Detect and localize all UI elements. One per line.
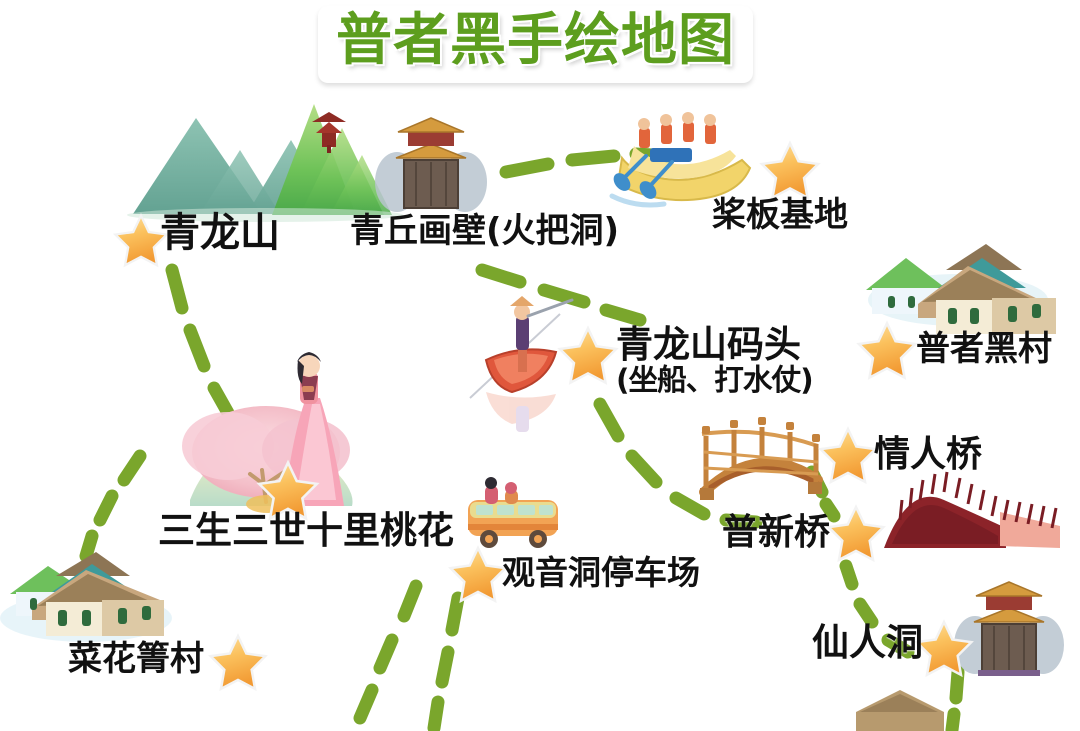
star-marker-qinglongshan[interactable] bbox=[112, 212, 170, 268]
pagoda-icon bbox=[312, 112, 346, 153]
label-puxinqiao[interactable]: 普新桥 bbox=[722, 512, 831, 553]
partial-house-bottom bbox=[856, 690, 944, 731]
cave-gate-icon-2 bbox=[954, 581, 1064, 676]
star-marker-taohua[interactable] bbox=[256, 459, 320, 521]
rowboat-icon bbox=[469, 296, 574, 432]
mountain-icon bbox=[127, 104, 403, 222]
trail-guanyindong-branch-right bbox=[427, 591, 465, 731]
star-marker-qingrenqiao[interactable] bbox=[818, 426, 878, 485]
label-qingqiuhuabi[interactable]: 青丘画壁(火把洞) bbox=[350, 211, 620, 251]
village-houses-icon-2 bbox=[0, 552, 172, 642]
hanfu-lady-icon bbox=[284, 352, 344, 506]
trail-qingqiu-matou bbox=[475, 263, 647, 327]
label-caihuaqingcun[interactable]: 菜花箐村 bbox=[68, 639, 204, 679]
page-title: 普者黑手绘地图 bbox=[335, 8, 736, 73]
tour-bus-icon bbox=[468, 477, 558, 548]
red-arch-bridge-icon bbox=[884, 471, 1060, 548]
label-puzheheicun[interactable]: 普者黑村 bbox=[916, 329, 1052, 369]
raft-boat-icon bbox=[609, 112, 752, 208]
label-taohua[interactable]: 三生三世十里桃花 bbox=[158, 509, 454, 552]
star-marker-caihuaqingcun[interactable] bbox=[208, 633, 268, 692]
star-marker-puxinqiao[interactable] bbox=[826, 504, 886, 563]
bus-passengers-icon bbox=[485, 477, 518, 504]
label-qinglongshan[interactable]: 青龙山 bbox=[160, 210, 280, 256]
label-xianrendong[interactable]: 仙人洞 bbox=[812, 621, 923, 664]
star-marker-qinglongmatou[interactable] bbox=[557, 325, 619, 385]
star-marker-jiangbanjidi[interactable] bbox=[759, 140, 821, 200]
wood-arch-bridge-icon bbox=[699, 417, 823, 500]
trail-matou-qingrenqiao bbox=[593, 397, 763, 529]
trail-xianrendong-down bbox=[945, 665, 965, 731]
peach-blossom-icon bbox=[182, 352, 353, 513]
star-marker-xianrendong[interactable] bbox=[914, 619, 974, 678]
trail-guanyindong-branch-left bbox=[353, 579, 423, 725]
cave-gate-icon bbox=[375, 117, 487, 212]
trail-taohua-caihuaqing bbox=[79, 449, 147, 563]
star-marker-puzheheicun[interactable] bbox=[856, 320, 918, 380]
label-guanyindong[interactable]: 观音洞停车场 bbox=[502, 553, 700, 592]
map-title-banner: 普者黑手绘地图 bbox=[318, 6, 753, 83]
star-marker-guanyindong[interactable] bbox=[448, 545, 508, 604]
village-houses-icon bbox=[866, 244, 1056, 334]
label-qinglongmatou[interactable]: 青龙山码头 (坐船、打水仗) bbox=[616, 323, 814, 397]
label-jiangbanjidi[interactable]: 桨板基地 bbox=[712, 195, 848, 235]
label-qingrenqiao[interactable]: 情人桥 bbox=[874, 434, 983, 475]
